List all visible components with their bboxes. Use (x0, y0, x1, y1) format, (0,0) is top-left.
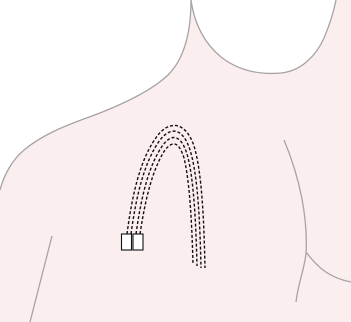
port-right (133, 234, 143, 250)
port-left (122, 234, 132, 250)
